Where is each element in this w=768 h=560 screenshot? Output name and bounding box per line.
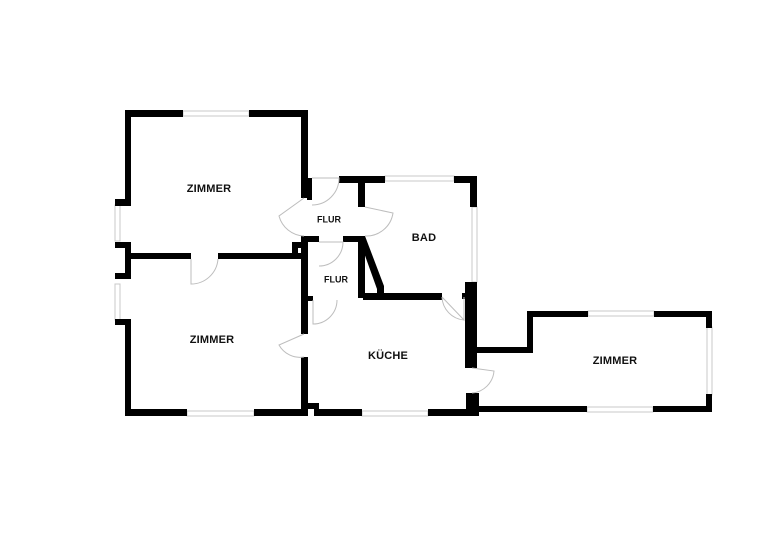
door-zimmer-2-flur <box>278 333 305 358</box>
window-zimmer-3-bottom <box>586 406 654 413</box>
room-label-kueche: KÜCHE <box>368 349 408 362</box>
room-label-zimmer-3: ZIMMER <box>593 355 638 367</box>
window-zimmer-1-top <box>182 110 250 117</box>
door-kueche-zimmer-3 <box>471 367 495 394</box>
door-flur-bad <box>364 206 394 237</box>
door-zimmer-1-flur <box>278 197 305 237</box>
windows <box>114 110 713 417</box>
room-label-flur-1: FLUR <box>317 214 341 224</box>
window-zimmer-3-top <box>587 310 655 317</box>
window-bad-top <box>384 175 455 182</box>
window-west-upper <box>114 204 121 242</box>
room-label-zimmer-1: ZIMMER <box>187 183 232 195</box>
walls <box>115 110 712 416</box>
window-bad-right <box>471 206 478 283</box>
door-flur-entrance <box>311 177 340 206</box>
window-kueche-bottom <box>361 410 429 417</box>
room-label-flur-2: FLUR <box>324 274 348 284</box>
door-flur-kueche <box>312 299 338 325</box>
window-zimmer-2-bottom <box>186 410 255 417</box>
door-flur-inner <box>318 241 344 267</box>
room-label-zimmer-2: ZIMMER <box>190 334 235 346</box>
doors <box>190 177 495 394</box>
room-label-bad: BAD <box>412 232 436 244</box>
window-west-lower <box>114 283 121 321</box>
door-zimmer-1-2 <box>190 258 219 285</box>
room-labels: ZIMMER ZIMMER FLUR FLUR BAD KÜCHE ZIMMER <box>187 183 638 367</box>
window-zimmer-3-right <box>706 326 713 396</box>
